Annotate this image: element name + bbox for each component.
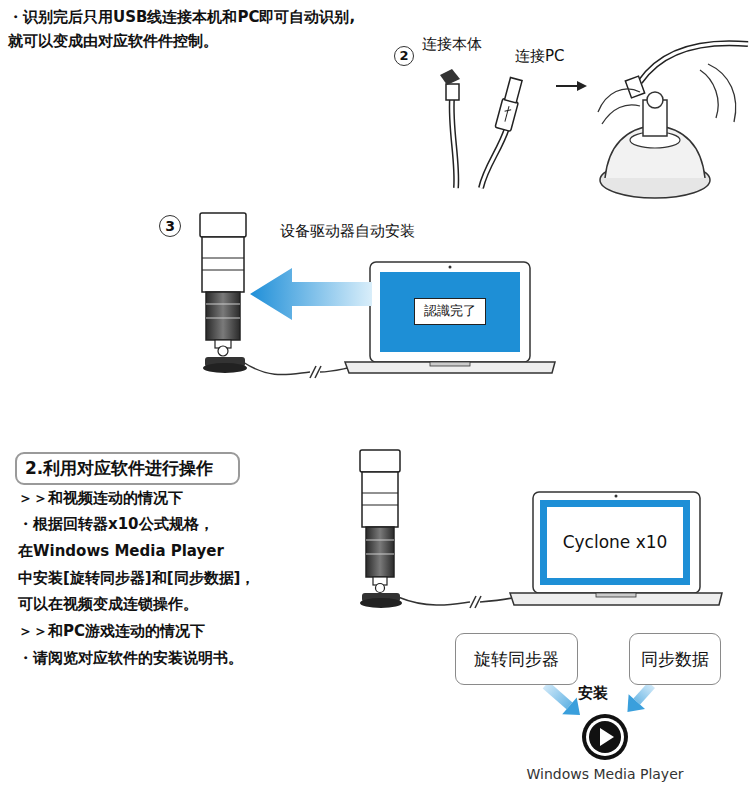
- node-text: 認識完了: [424, 303, 476, 319]
- install-arrow: [627, 685, 651, 712]
- media-player-symbol: [580, 712, 630, 762]
- install-arrow: [546, 685, 580, 715]
- arrow-shaft: [546, 685, 570, 706]
- section-header: 2.利用对应软件进行操作: [15, 452, 240, 485]
- label-text: ・请阅览对应软件的安装说明书。: [18, 649, 243, 667]
- install-arrow-big: [250, 268, 372, 320]
- player-icon: Windows Media Player: [580, 712, 630, 762]
- laptop: [510, 492, 722, 605]
- arrow-head: [562, 698, 580, 716]
- label-text: ・根据回转器x10公式规格，: [18, 515, 214, 533]
- label-text: 连接PC: [515, 47, 565, 65]
- node-text: 同步数据: [641, 649, 709, 669]
- node-text: 2.利用对应软件进行操作: [25, 458, 213, 478]
- node-text: 旋转同步器: [474, 649, 559, 669]
- arrow-head: [627, 694, 645, 712]
- label-text: 安装: [578, 684, 608, 702]
- arrow-shaft: [637, 685, 652, 702]
- node-text: 3: [165, 218, 175, 235]
- software-box: 旋转同步器: [455, 633, 578, 685]
- device: [360, 450, 512, 608]
- status-box: 認識完了: [414, 298, 486, 325]
- laptop: [345, 262, 555, 373]
- label-text: 中安装[旋转同步器]和[同步数据]，: [18, 569, 255, 587]
- label-text: ＞＞和视频连动的情况下: [18, 489, 183, 507]
- label-text: 可以在视频变成连锁操作。: [18, 595, 198, 613]
- label-text: 就可以变成由对应软件件控制。: [8, 32, 218, 50]
- screen-box: Cyclone x10: [540, 500, 690, 585]
- node-text: 2: [399, 48, 408, 64]
- label-text: 连接本体: [422, 35, 482, 53]
- icon-caption: Windows Media Player: [526, 766, 683, 783]
- label-text: ・识别完后只用USB线连接本机和PC即可自动识别,: [8, 8, 355, 26]
- label-text: 在Windows Media Player: [18, 542, 224, 560]
- software-box: 同步数据: [629, 633, 721, 685]
- callout-circle: 2: [394, 46, 414, 66]
- label-text: 设备驱动器自动安装: [280, 222, 415, 240]
- label-text: ＞＞和PC游戏连动的情况下: [18, 622, 205, 640]
- micro-usb-cable: [440, 69, 460, 188]
- node-text: Cyclone x10: [563, 532, 668, 552]
- callout-circle: 3: [159, 215, 181, 237]
- usb-a-cable: [481, 77, 524, 188]
- step-arrow: [556, 81, 587, 91]
- suction-device: [598, 43, 748, 198]
